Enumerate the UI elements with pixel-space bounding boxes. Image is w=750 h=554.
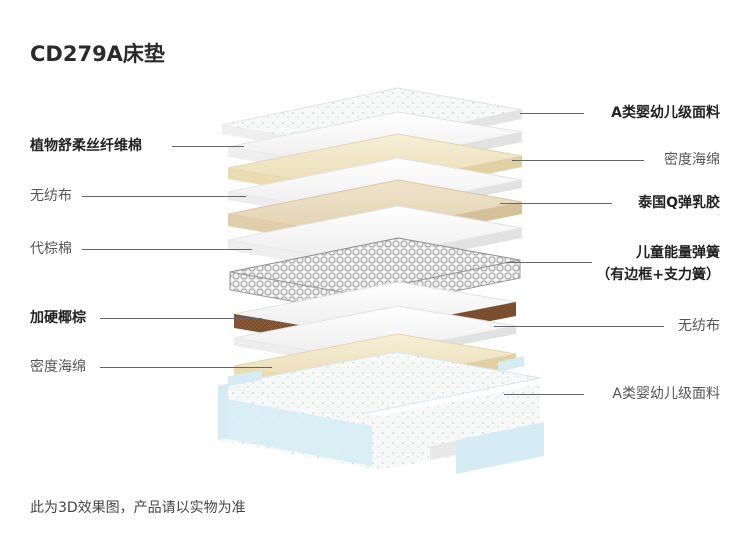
label-coconut-palm: 加硬椰棕 [30, 310, 86, 326]
label-palm-cotton: 代棕棉 [30, 241, 72, 257]
leader-line [82, 196, 246, 197]
label-fiber-cotton: 植物舒柔丝纤维棉 [30, 138, 142, 154]
leader-line [100, 318, 262, 319]
leader-line [172, 146, 244, 147]
leader-line [520, 113, 584, 114]
page-title: CD279A床垫 [30, 42, 165, 66]
label-nonwoven-right: 无纺布 [678, 318, 720, 334]
label-bottom-fabric: A类婴幼儿级面料 [612, 386, 720, 402]
label-density-sponge-right: 密度海绵 [664, 152, 720, 168]
label-spring-note: （有边框+支力簧） [596, 267, 720, 283]
label-top-fabric: A类婴幼儿级面料 [611, 105, 720, 121]
leader-line [506, 262, 592, 263]
label-nonwoven-left: 无纺布 [30, 188, 72, 204]
leader-line [82, 249, 252, 250]
leader-line [504, 394, 584, 395]
leader-line [100, 367, 272, 368]
label-latex: 泰国Q弹乳胶 [638, 195, 720, 211]
leader-line [500, 203, 612, 204]
leader-line [494, 326, 664, 327]
disclaimer-text: 此为3D效果图，产品请以实物为准 [30, 500, 246, 516]
label-density-sponge-left: 密度海绵 [30, 359, 86, 375]
layer-bottom-fabric [217, 351, 544, 474]
label-spring: 儿童能量弹簧 [636, 245, 720, 261]
leader-line [512, 160, 644, 161]
